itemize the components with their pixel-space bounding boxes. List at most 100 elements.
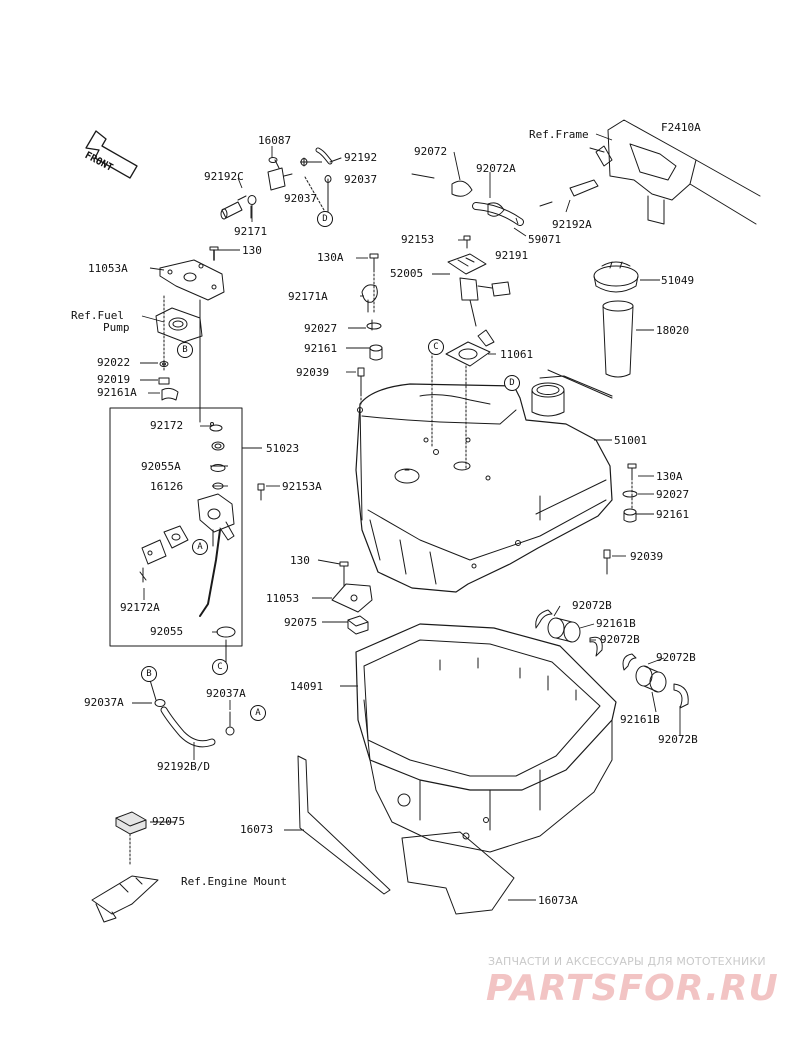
part-14091: 14091 (290, 680, 324, 693)
washer-92022 (159, 361, 169, 367)
part-11053: 11053 (266, 592, 300, 605)
callout-D-2: D (504, 375, 520, 391)
part-92161B-1: 92161B (596, 617, 636, 630)
part-16073: 16073 (240, 823, 274, 836)
ref-fuel-pump-label-line2: Pump (103, 321, 130, 334)
part-92022: 92022 (97, 356, 131, 369)
part-130-mid: 130 (290, 554, 310, 567)
part-92055: 92055 (150, 625, 184, 638)
part-92153A: 92153A (282, 480, 322, 493)
part-92072: 92072 (414, 145, 448, 158)
part-92027: 92027 (304, 322, 338, 335)
part-16073A: 16073A (538, 894, 578, 907)
part-92037A: 92037A (206, 687, 246, 700)
part-92153: 92153 (401, 233, 435, 246)
part-92161B-2: 92161B (620, 713, 660, 726)
gasket-11053 (331, 561, 373, 613)
grommet-92161B-upper (535, 609, 603, 657)
hose-92192C (220, 195, 247, 220)
clamp-92171 (247, 195, 257, 219)
bolt-130A (369, 253, 379, 271)
callout-B: B (177, 342, 193, 358)
diagram-code: F2410A (661, 121, 701, 134)
part-92192A: 92192A (552, 218, 592, 231)
frame-reference (589, 119, 761, 225)
fuel-cap-51049 (593, 261, 639, 293)
right-mount-parts (603, 463, 638, 575)
part-92072B-4: 92072B (658, 733, 698, 746)
part-92172: 92172 (150, 419, 184, 432)
bolt-92153A (257, 483, 265, 501)
part-51049: 51049 (661, 274, 695, 287)
part-130A-right: 130A (656, 470, 683, 483)
fuel-tank-51001 (355, 383, 613, 593)
insulator-16073A (401, 831, 515, 915)
insulator-16073 (297, 755, 391, 895)
part-92039: 92039 (296, 366, 330, 379)
clamp-92171A (361, 284, 378, 313)
ref-frame-label: Ref.Frame (529, 128, 589, 141)
part-16087: 16087 (258, 134, 292, 147)
ref-fuel-pump-label-line1: Ref.Fuel (71, 309, 124, 322)
fuel-cock-assembly-box (109, 407, 243, 647)
nut-92019 (158, 377, 170, 385)
filler-neck (531, 375, 613, 417)
callout-C: C (212, 659, 228, 675)
part-92027-right: 92027 (656, 488, 690, 501)
callout-B-2: B (141, 666, 157, 682)
gasket-11053A (159, 259, 225, 301)
bolt-92039 (357, 367, 365, 395)
collar-92027 (366, 319, 382, 331)
part-92161A: 92161A (97, 386, 137, 399)
part-92072A: 92072A (476, 162, 516, 175)
tray-14091 (355, 623, 617, 853)
hose-92192A (539, 179, 599, 207)
part-92072B-3: 92072B (656, 651, 696, 664)
part-92192BD: 92192B/D (157, 760, 210, 773)
part-16126: 16126 (150, 480, 184, 493)
part-11061: 11061 (500, 348, 534, 361)
watermark-tagline: ЗАПЧАСТИ И АКСЕССУАРЫ ДЛЯ МОТОТЕХНИКИ (488, 955, 766, 968)
part-130A: 130A (317, 251, 344, 264)
part-92161: 92161 (304, 342, 338, 355)
hose-92192BD (154, 699, 235, 748)
part-92171: 92171 (234, 225, 268, 238)
engine-mount-bracket (91, 833, 159, 923)
part-59071: 59071 (528, 233, 562, 246)
part-51023: 51023 (266, 442, 300, 455)
part-92172A: 92172A (120, 601, 160, 614)
ref-engine-mount-label: Ref.Engine Mount (181, 875, 287, 888)
part-130: 130 (242, 244, 262, 257)
part-92192: 92192 (344, 151, 378, 164)
filter-18020 (602, 300, 634, 378)
callout-A: A (192, 539, 208, 555)
part-92072B-1: 92072B (572, 599, 612, 612)
part-92037A-left: 92037A (84, 696, 124, 709)
damper-92075-bottom (115, 811, 147, 835)
fuel-pump-flange (155, 307, 203, 343)
part-92055A: 92055A (141, 460, 181, 473)
part-92039-right: 92039 (630, 550, 664, 563)
part-92072B-2: 92072B (600, 633, 640, 646)
part-18020: 18020 (656, 324, 690, 337)
part-92037: 92037 (344, 173, 378, 186)
part-11053A: 11053A (88, 262, 128, 275)
damper-92075 (347, 615, 369, 635)
part-92192C: 92192C (204, 170, 244, 183)
part-92171A: 92171A (288, 290, 328, 303)
hose-92192 (315, 147, 342, 165)
gasket-11061 (445, 329, 495, 367)
callout-D: D (317, 211, 333, 227)
part-92019: 92019 (97, 373, 131, 386)
grommet-92161A (161, 387, 179, 401)
watermark-logo: PARTSFOR.RU (486, 968, 779, 1009)
hose-fitting-16087 (267, 157, 293, 191)
fuel-cock-parts (139, 422, 236, 638)
part-92161-right: 92161 (656, 508, 690, 521)
part-92191: 92191 (495, 249, 529, 262)
callout-C-2: C (428, 339, 444, 355)
part-92037-b: 92037 (284, 192, 318, 205)
fuel-pump-bracket-52005 (447, 253, 511, 327)
